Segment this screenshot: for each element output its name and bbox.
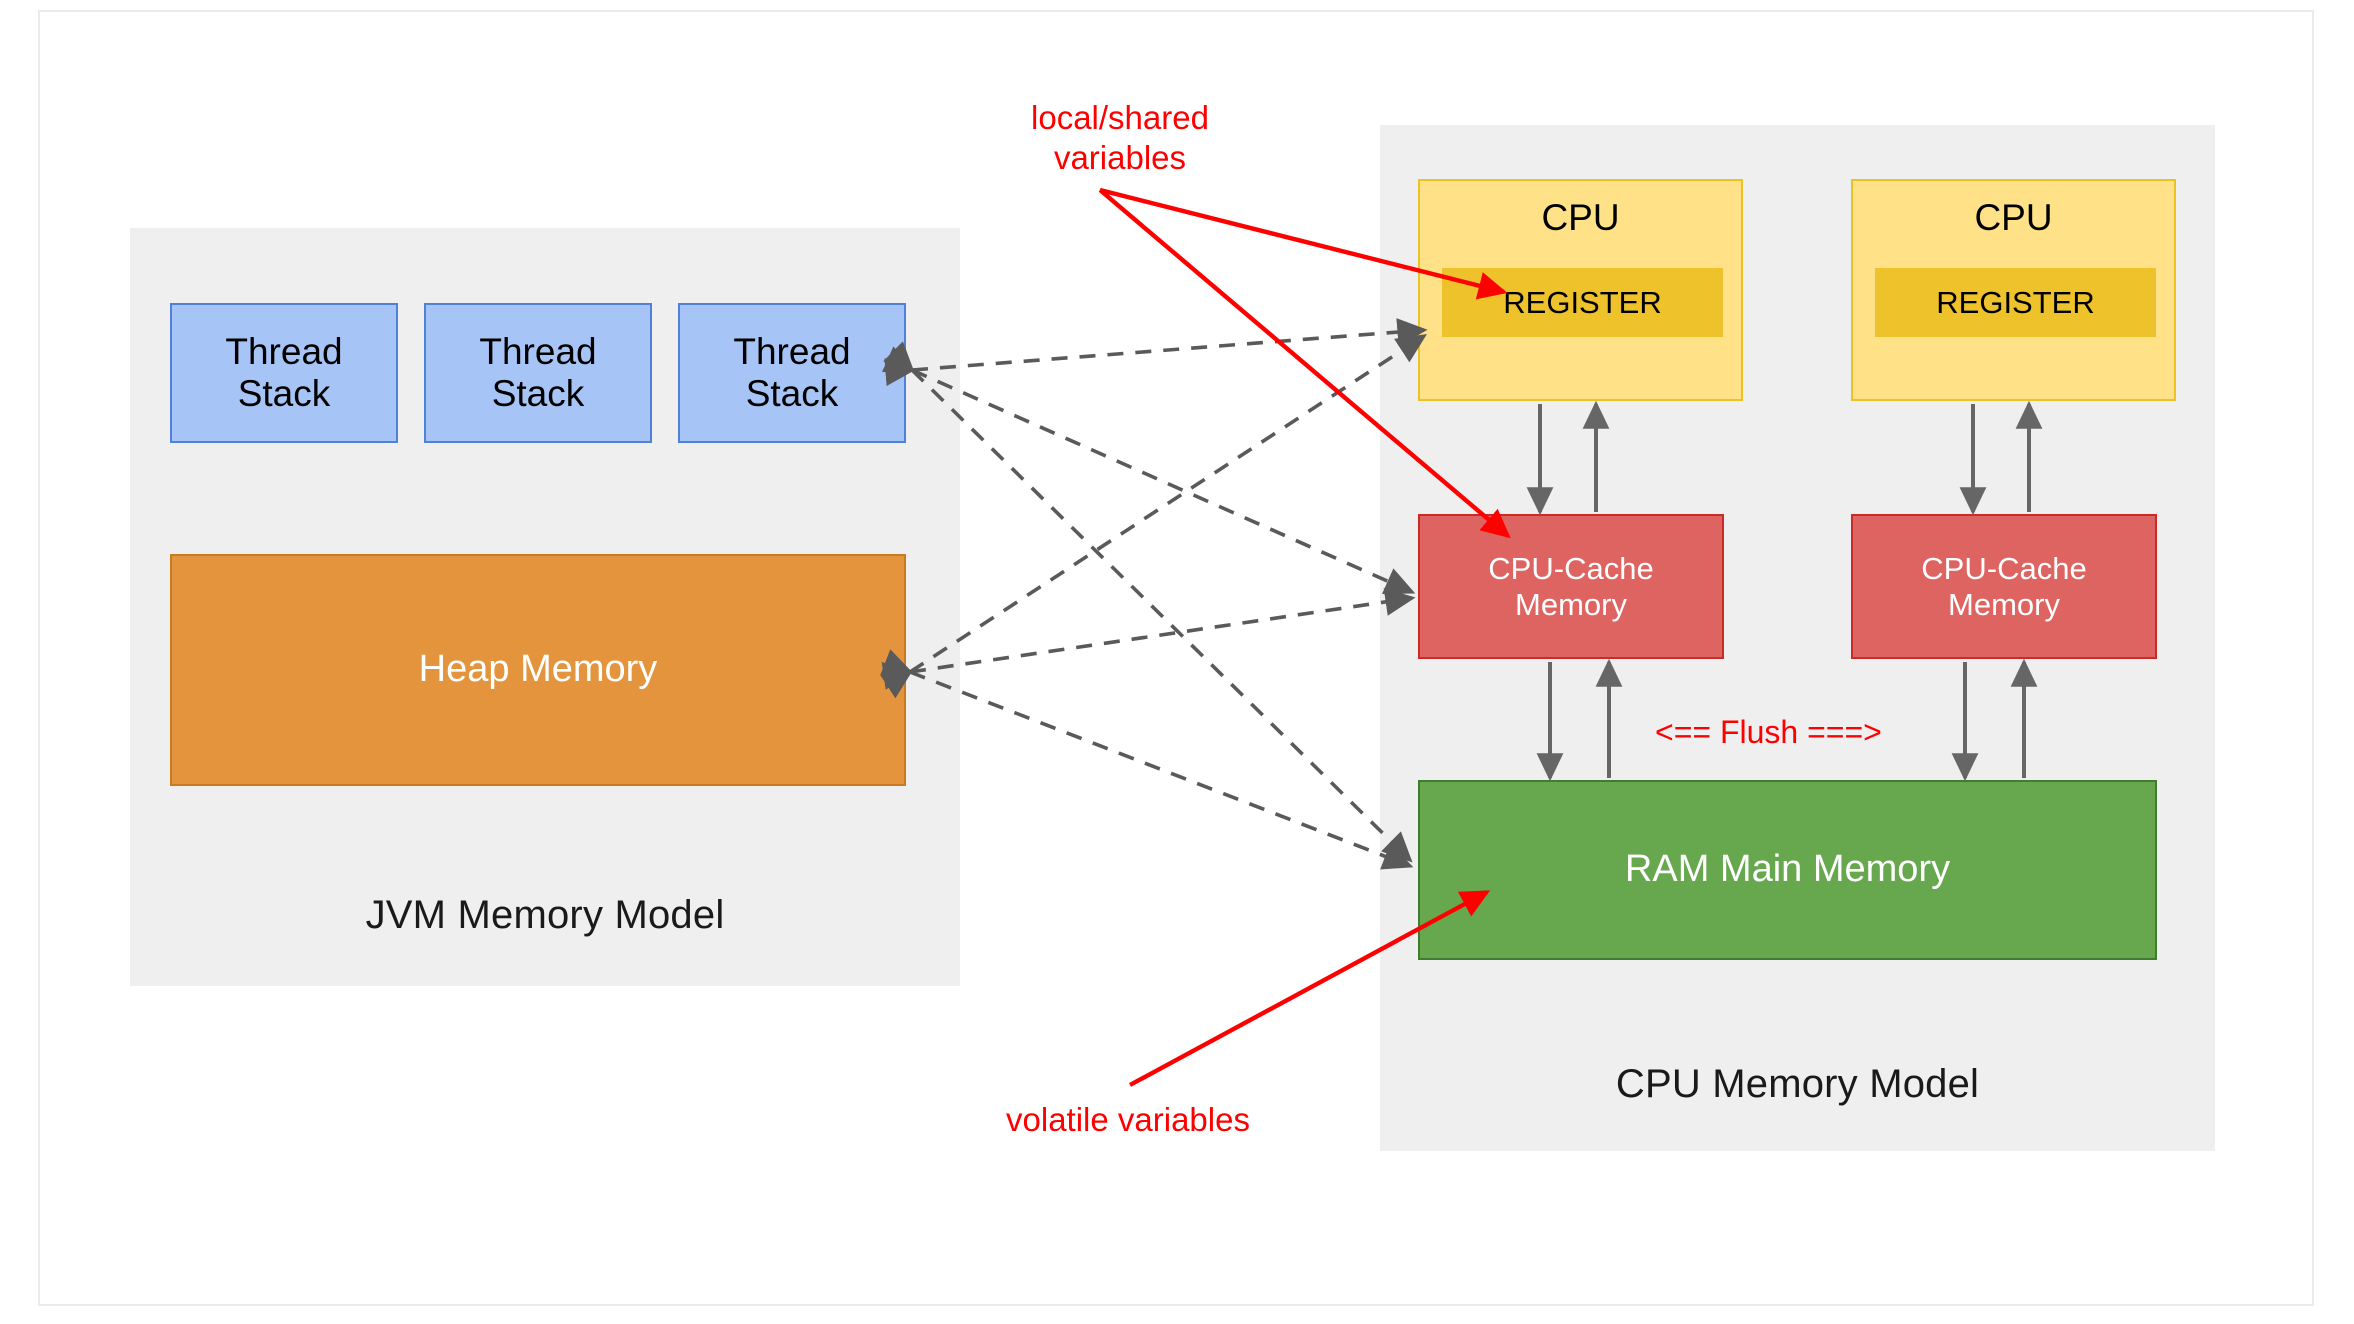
ram-main-memory-box[interactable]: RAM Main Memory	[1418, 780, 2157, 960]
thread-stack-box-2[interactable]: Thread Stack	[424, 303, 652, 443]
flush-label: <== Flush ===>	[1655, 714, 1882, 750]
register-box-1[interactable]: REGISTER	[1442, 268, 1723, 337]
cpu-title-2: CPU	[1974, 197, 2053, 238]
cpu-title-1: CPU	[1541, 197, 1620, 238]
jvm-memory-model-caption: JVM Memory Model	[365, 893, 725, 937]
cpu-box-2[interactable]: CPU REGISTER	[1851, 179, 2176, 401]
cpu-box-1[interactable]: CPU REGISTER	[1418, 179, 1743, 401]
thread-stack-box-1[interactable]: Thread Stack	[170, 303, 398, 443]
cpu-cache-memory-box-2[interactable]: CPU-Cache Memory	[1851, 514, 2157, 659]
cpu-cache-memory-box-1[interactable]: CPU-Cache Memory	[1418, 514, 1724, 659]
heap-memory-box[interactable]: Heap Memory	[170, 554, 906, 786]
cpu-memory-model-caption: CPU Memory Model	[1615, 1062, 1980, 1106]
local-shared-variables-label: local/shared variables	[1031, 99, 1209, 177]
thread-stack-box-3[interactable]: Thread Stack	[678, 303, 906, 443]
register-box-2[interactable]: REGISTER	[1875, 268, 2156, 337]
volatile-variables-label: volatile variables	[1006, 1101, 1250, 1138]
